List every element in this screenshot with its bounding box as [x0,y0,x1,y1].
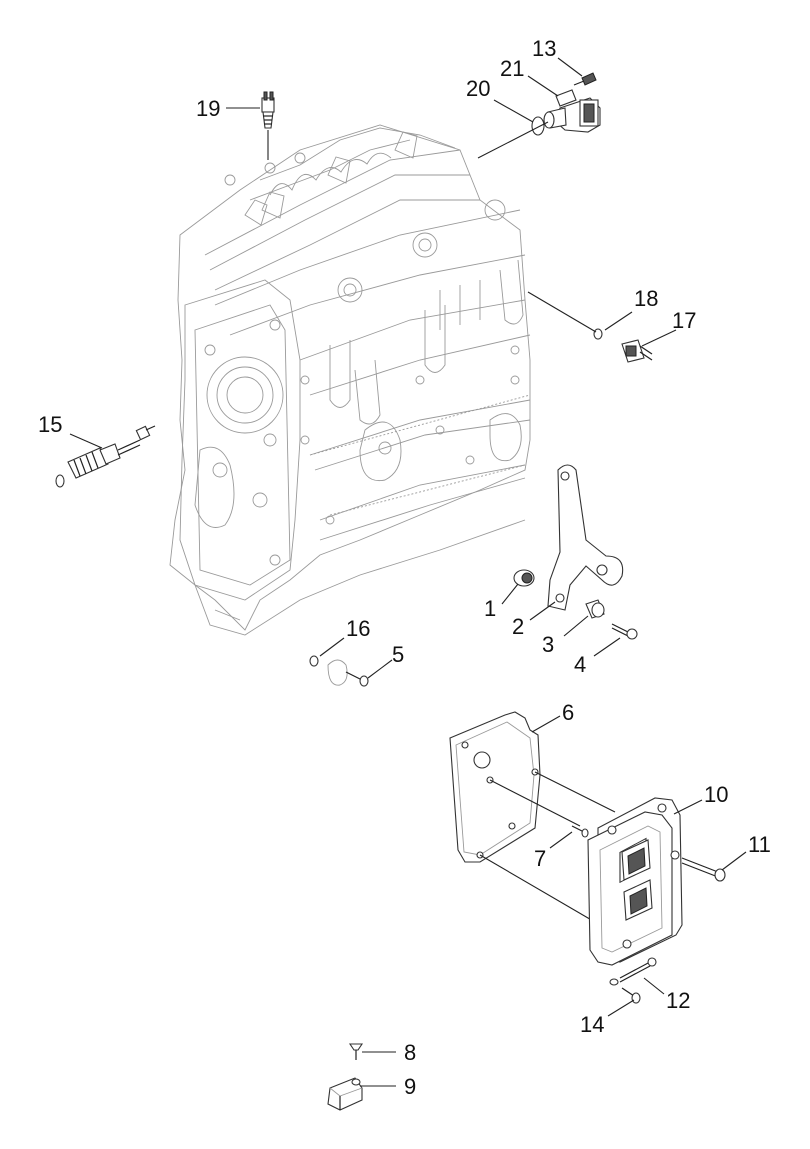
label-10: 10 [704,782,728,807]
part-16-o-ring [309,655,319,667]
part-6-plate [449,711,541,863]
part-5-sensor [327,659,369,687]
label-9: 9 [404,1074,416,1099]
label-6: 6 [562,700,574,725]
part-4-bolt [611,623,638,640]
part-19-sensor [261,91,275,160]
part-3-spacer [585,599,605,619]
label-16: 16 [346,616,370,641]
part-20-o-ring [531,116,545,136]
part-2-bracket [547,464,624,611]
label-12: 12 [666,988,690,1013]
label-4: 4 [574,652,586,677]
part-18-o-ring [593,328,603,340]
label-1: 1 [484,596,496,621]
part-13-screw [573,72,597,86]
leader-lines [69,57,747,1087]
label-15: 15 [38,412,62,437]
label-20: 20 [466,76,490,101]
part-7-screw [571,825,589,838]
part-1-grommet [513,569,535,587]
label-11: 11 [748,832,771,857]
label-3: 3 [542,632,554,657]
part-labels: 1 2 3 4 5 6 7 8 9 10 11 12 13 14 15 16 1… [38,36,771,1099]
label-18: 18 [634,286,658,311]
label-2: 2 [512,614,524,639]
part-11-bolt [681,857,726,882]
label-17: 17 [672,308,696,333]
part-14-screw [621,987,641,1004]
label-19: 19 [196,96,220,121]
engine-block [169,124,531,636]
part-21-sensor [543,89,601,133]
label-13: 13 [532,36,556,61]
part-15-sensor [55,425,156,488]
part-8-screw [348,1043,364,1060]
part-9-connector [327,1077,363,1111]
label-14: 14 [580,1012,604,1037]
label-5: 5 [392,642,404,667]
label-21: 21 [500,56,524,81]
part-17-sensor [621,339,653,363]
label-8: 8 [404,1040,416,1065]
part-10-ecu [587,797,683,966]
part-12-bolt [609,957,657,986]
label-7: 7 [534,846,546,871]
